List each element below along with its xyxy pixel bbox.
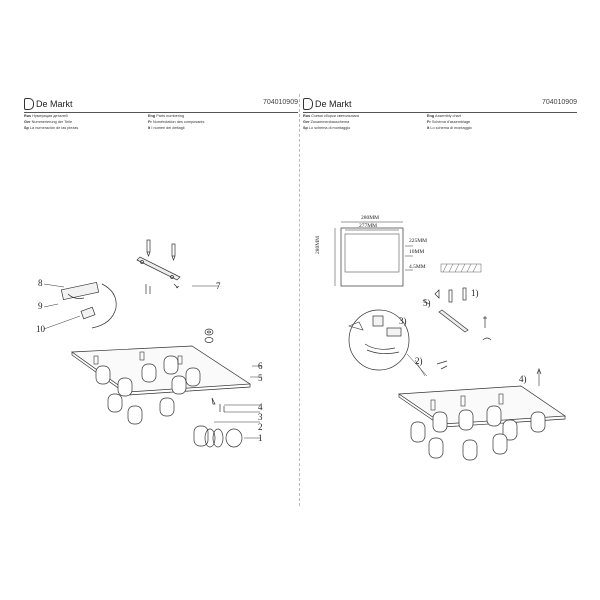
part-number-10: 10 [36, 324, 45, 334]
sheet-header: De Markt 704010909 Rus Схема сборки свет… [303, 94, 577, 134]
part-number-5: 5 [258, 373, 263, 383]
brand-name: De Markt [36, 99, 73, 109]
mounting-bracket [136, 256, 181, 281]
caption-fr: Fr Schéma d'assemblage [427, 120, 471, 124]
terminal-block [60, 281, 100, 301]
product-code: 704010909 [541, 99, 577, 106]
exploded-parts-drawing [43, 239, 262, 448]
caption-ger: Ger Zusammenbauschema [303, 120, 350, 124]
step-5-label: 5) [423, 298, 431, 308]
logo-d-icon [303, 98, 313, 110]
dimension-width-outer: 280MM [361, 215, 380, 221]
dimension-side: 280MM [315, 235, 321, 254]
caption-rus: Rus Нумерация деталей [24, 114, 68, 118]
dimension-thickness: 4.5MM [409, 264, 426, 270]
anchor-icon [146, 239, 151, 257]
step-1-label: 1) [471, 288, 479, 298]
sheet-header: De Markt 704010909 Rus Нумерация деталей… [24, 94, 298, 134]
dimension-width-inner: 277MM [359, 223, 378, 229]
step-4-label: 4) [519, 374, 527, 384]
dimension-depth: 10MM [409, 249, 425, 255]
part-number-3: 3 [258, 412, 263, 422]
magnifier-circle [348, 309, 410, 371]
dimension-height: 225MM [409, 238, 428, 244]
part-number-8: 8 [38, 278, 43, 288]
sheet-divider [299, 94, 300, 506]
part-number-6: 6 [258, 361, 263, 371]
caption-rus: Rus Схема сборки светильника [303, 114, 359, 118]
part-number-9: 9 [38, 301, 43, 311]
caption-sp: Sp La numeración de las piezas [24, 126, 79, 130]
part-number-2: 2 [258, 422, 263, 432]
brand-logo: De Markt [24, 98, 73, 110]
header-rule [24, 112, 298, 113]
brand-logo: De Markt [303, 98, 352, 110]
anchor-icon [171, 243, 176, 261]
caption-eng: Eng Parts numbering [148, 114, 185, 118]
mounting-bracket [438, 309, 469, 333]
header-rule [303, 112, 577, 113]
assembly-chart-sheet: De Markt 704010909 Rus Схема сборки свет… [303, 94, 577, 506]
part-number-1: 1 [258, 433, 263, 443]
caption-eng: Eng Assembly chart [427, 114, 461, 118]
part-number-7: 7 [216, 281, 221, 291]
part-number-4: 4 [258, 402, 263, 412]
brand-name: De Markt [315, 99, 352, 109]
step-2-label: 2) [415, 356, 423, 366]
caption-it: It I numeri dei dettagli [148, 126, 185, 130]
parts-numbering-sheet: De Markt 704010909 Rus Нумерация деталей… [24, 94, 298, 506]
dimension-outline [340, 227, 404, 287]
step-3-label: 3) [399, 316, 407, 326]
caption-sp: Sp Lo schema di montaggio [303, 126, 351, 130]
assembly-drawing [334, 221, 567, 461]
logo-d-icon [24, 98, 34, 110]
caption-fr: Fr Numérotation des composants [148, 120, 205, 124]
product-code: 704010909 [262, 99, 298, 106]
caption-it: It Lo schema di montaggio [427, 126, 472, 130]
caption-ger: Ger Nummerierung der Teile [24, 120, 73, 124]
